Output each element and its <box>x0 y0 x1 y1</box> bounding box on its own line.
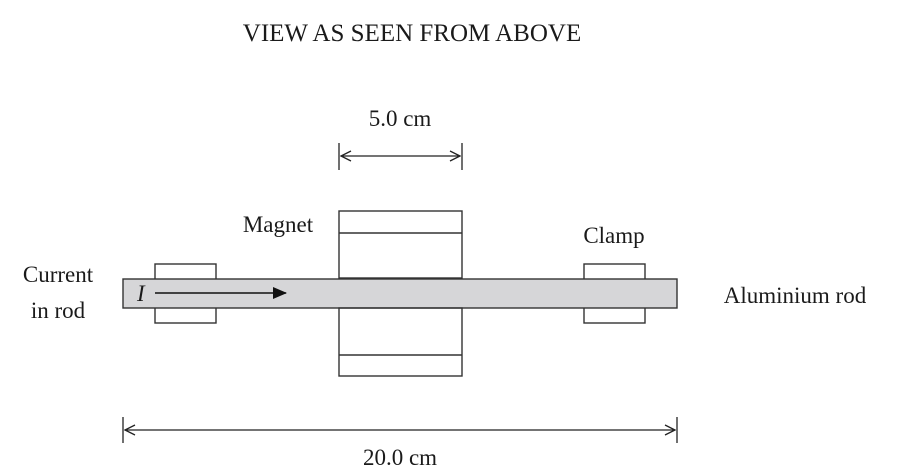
clamp-label: Clamp <box>583 223 644 248</box>
magnet-bottom-block <box>338 307 463 377</box>
magnet-label: Magnet <box>243 212 314 237</box>
magnet-top-block <box>338 210 463 279</box>
current-label-line1: Current <box>23 262 94 287</box>
magnet-lower <box>338 307 463 377</box>
magnet-width-label: 5.0 cm <box>369 106 432 131</box>
current-label-line2: in rod <box>31 298 86 323</box>
magnet <box>338 210 463 279</box>
rod-length-label: 20.0 cm <box>363 445 437 470</box>
diagram-title: VIEW AS SEEN FROM ABOVE <box>243 20 581 47</box>
rod-label: Aluminium rod <box>724 283 867 308</box>
current-symbol: I <box>136 281 146 306</box>
